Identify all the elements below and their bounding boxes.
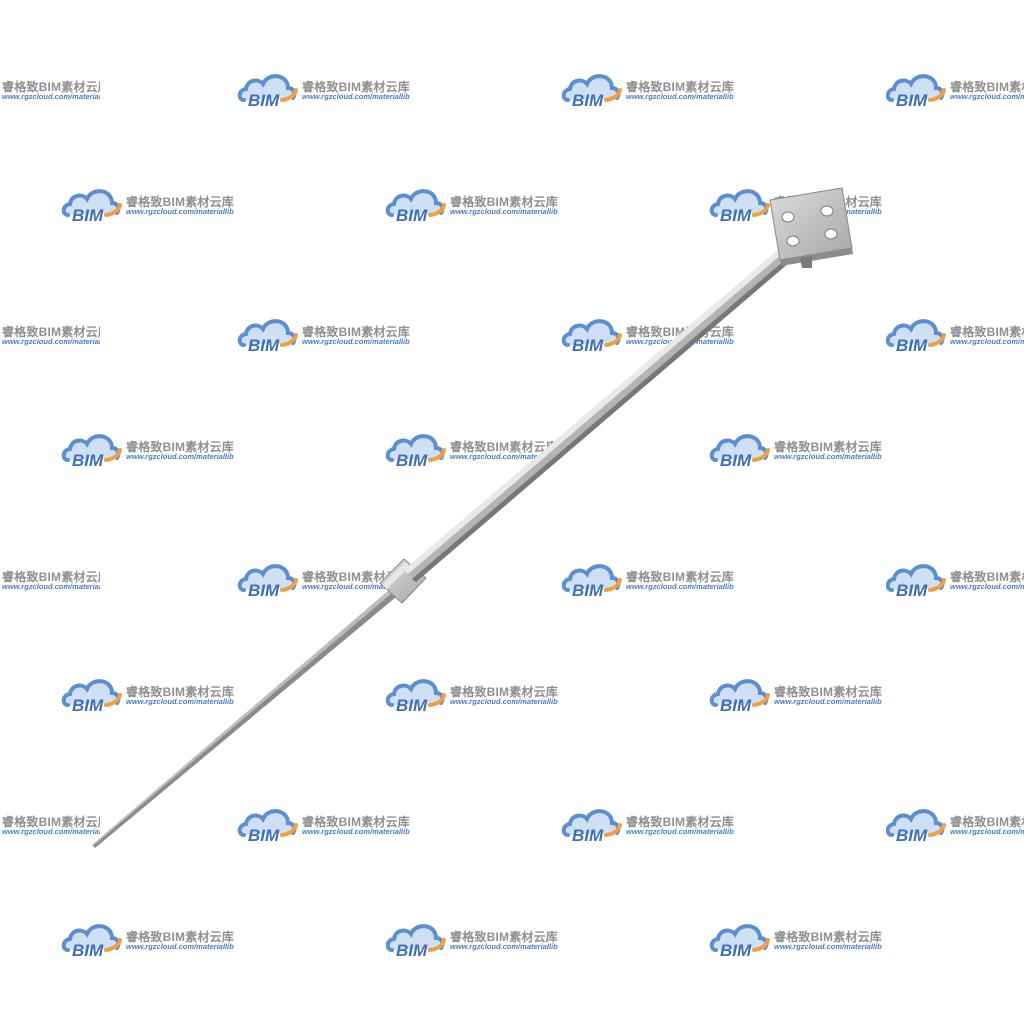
bolt-hole — [824, 228, 838, 240]
bracket-plate — [769, 187, 853, 268]
bolt-hole — [781, 211, 795, 223]
bolt-hole — [820, 205, 834, 217]
thick-rod — [404, 250, 790, 582]
thin-rod — [92, 585, 402, 848]
bolt-hole — [786, 235, 800, 247]
